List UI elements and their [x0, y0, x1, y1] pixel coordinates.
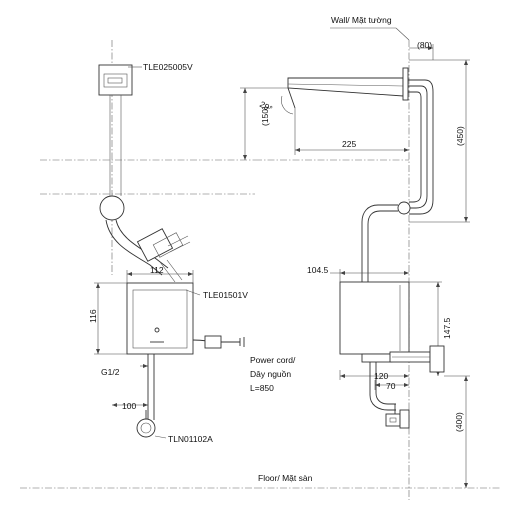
dim-spout-height: (150) — [260, 106, 270, 126]
control-box-side — [339, 281, 410, 355]
hose-fitting — [99, 195, 125, 221]
dim-valve-offset-b: 70 — [386, 381, 396, 391]
power-cord-label-3: L=850 — [250, 383, 274, 393]
wall-pipe — [408, 79, 434, 215]
dim-overall-height: (450) — [455, 126, 465, 146]
side-view — [240, 27, 500, 500]
control-box-front — [126, 282, 194, 355]
stop-valve-model-label: TLN01102A — [168, 434, 213, 444]
stop-valve-side — [385, 404, 410, 429]
dim-wall-offset: (80) — [417, 40, 432, 50]
power-cord-label-1: Power cord/ — [250, 355, 296, 365]
mounting-bracket — [361, 345, 445, 373]
floor-label: Floor/ Mặt sàn — [258, 473, 313, 483]
wall-label: Wall/ Mặt tường — [331, 15, 392, 25]
dim-outlet-offset: 100 — [122, 401, 136, 411]
spout — [287, 67, 409, 109]
front-view — [20, 40, 255, 489]
dim-spout-reach: 225 — [342, 139, 356, 149]
sensor-plate — [98, 64, 133, 196]
stop-valve-front — [136, 410, 156, 438]
supply-hose — [361, 201, 411, 282]
dim-box-top-width: 112 — [150, 265, 164, 275]
dim-box-depth: 104.5 — [307, 265, 329, 275]
thread-label: G1/2 — [101, 367, 120, 377]
power-cord-label-2: Dây nguồn — [250, 369, 291, 379]
dim-floor-height: (400) — [454, 412, 464, 432]
dim-box-height-left: 116 — [88, 309, 98, 323]
dim-valve-offset-a: 120 — [374, 371, 388, 381]
sensor-model-label: TLE025005V — [143, 62, 193, 72]
solenoid-valve — [136, 228, 191, 283]
control-box-model-label: TLE01501V — [203, 290, 248, 300]
power-cord — [192, 335, 245, 349]
dim-box-height-right: 147.5 — [442, 317, 452, 339]
